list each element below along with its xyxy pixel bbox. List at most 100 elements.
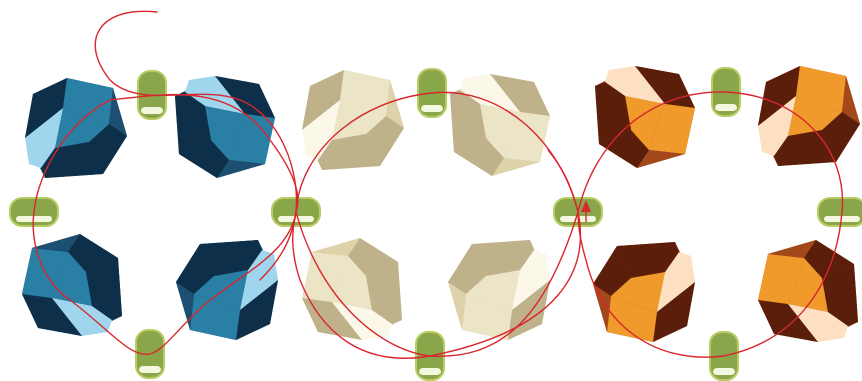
- seed-bead-7: [817, 197, 862, 227]
- crystal-facet: [89, 124, 127, 174]
- crystal-cream-2: [450, 74, 550, 176]
- crystal-facet: [617, 242, 679, 278]
- crystal-facet: [657, 252, 695, 312]
- crystal-facet: [649, 104, 695, 154]
- crystal-facet: [190, 294, 240, 340]
- seed-bead-highlight: [419, 368, 441, 375]
- crystal-facet: [822, 112, 860, 162]
- crystal-facet: [788, 96, 842, 136]
- crystal-facet: [512, 250, 550, 310]
- crystal-facet: [804, 240, 854, 278]
- crystal-facet: [758, 254, 804, 304]
- crystal-facet: [472, 240, 534, 276]
- crystal-copper-3: [593, 242, 695, 342]
- crystal-facet: [625, 96, 665, 150]
- seed-bead-highlight: [278, 216, 314, 222]
- crystal-facet: [774, 130, 836, 166]
- seed-bead-highlight: [713, 368, 735, 375]
- crystal-copper-4: [758, 240, 858, 342]
- crystal-facet: [302, 252, 348, 302]
- crystal-facet: [758, 96, 796, 156]
- crystal-facet: [595, 82, 631, 144]
- crystal-facet: [796, 66, 846, 112]
- crystal-layer: [22, 66, 860, 342]
- crystal-facet: [460, 74, 520, 112]
- crystal-facet: [229, 114, 275, 164]
- crystal-copper-1: [595, 66, 695, 168]
- crystal-facet: [194, 270, 248, 310]
- crystal-facet: [454, 138, 504, 176]
- crystal-facet: [492, 158, 540, 176]
- crystal-facet: [637, 150, 685, 168]
- crystal-facet: [842, 76, 860, 124]
- thread-path-3: [292, 91, 582, 359]
- crystal-blue-4: [176, 240, 278, 340]
- seed-bead-highlight: [141, 107, 163, 114]
- crystal-cream-3: [302, 238, 402, 340]
- crystal-facet: [822, 264, 858, 326]
- crystal-facet: [366, 262, 402, 324]
- crystal-facet: [593, 246, 631, 296]
- crystal-facet: [758, 66, 800, 126]
- crystal-blue-1: [25, 78, 127, 178]
- crystal-facet: [52, 252, 92, 306]
- crystal-facet: [217, 160, 265, 178]
- crystal-facet: [332, 256, 372, 310]
- crystal-facet: [593, 284, 611, 332]
- seed-bead-highlight: [421, 105, 443, 112]
- seed-bead-highlight: [139, 366, 161, 373]
- crystal-facet: [200, 240, 262, 276]
- crystal-facet: [611, 272, 665, 312]
- crystal-facet: [302, 100, 340, 160]
- thread-layer: [32, 10, 844, 359]
- crystal-facet: [599, 130, 649, 168]
- crystal-facet: [175, 92, 211, 154]
- crystal-facet: [480, 104, 520, 158]
- thread-path-1: [32, 10, 298, 356]
- crystal-facet: [52, 298, 112, 336]
- crystal-facet: [348, 238, 398, 276]
- thread-path-6: [547, 149, 579, 213]
- crystal-facet: [25, 78, 67, 138]
- crystal-facet: [466, 270, 520, 310]
- crystal-facet: [32, 234, 80, 252]
- crystal-facet: [607, 296, 657, 342]
- crystal-facet: [25, 108, 63, 168]
- crystal-facet: [240, 250, 278, 310]
- crystal-facet: [340, 70, 390, 116]
- crystal-facet: [312, 238, 360, 256]
- crystal-facet: [448, 282, 466, 330]
- crystal-facet: [318, 134, 380, 170]
- crystal-facet: [205, 106, 245, 160]
- crystal-facet: [448, 244, 486, 294]
- crystal-facet: [332, 100, 386, 140]
- crystal-facet: [22, 294, 82, 336]
- crystal-facet: [768, 240, 816, 258]
- crystal-blue-2: [175, 76, 275, 178]
- crystal-facet: [179, 140, 229, 178]
- crystal-facet: [758, 300, 818, 342]
- thread-path-5: [577, 91, 844, 358]
- thread-path-4: [295, 211, 579, 357]
- crystal-copper-2: [758, 66, 860, 166]
- crystal-facet: [68, 234, 118, 272]
- crystal-facet: [332, 302, 392, 340]
- crystal-facet: [366, 116, 404, 166]
- crystal-facet: [788, 304, 848, 342]
- crystal-facet: [302, 70, 344, 130]
- crystal-facet: [788, 258, 828, 312]
- crystal-facet: [504, 112, 550, 162]
- crystal-facet: [215, 76, 275, 118]
- crystal-facet: [302, 298, 362, 340]
- seed-bead-highlight: [16, 216, 52, 222]
- crystal-facet: [55, 108, 109, 148]
- thread-path-2: [109, 93, 299, 281]
- crystal-facet: [653, 282, 695, 342]
- crystal-facet: [176, 244, 214, 294]
- seed-bead-highlight: [824, 216, 860, 222]
- crystal-facet: [386, 80, 404, 128]
- crystal-facet: [236, 280, 278, 340]
